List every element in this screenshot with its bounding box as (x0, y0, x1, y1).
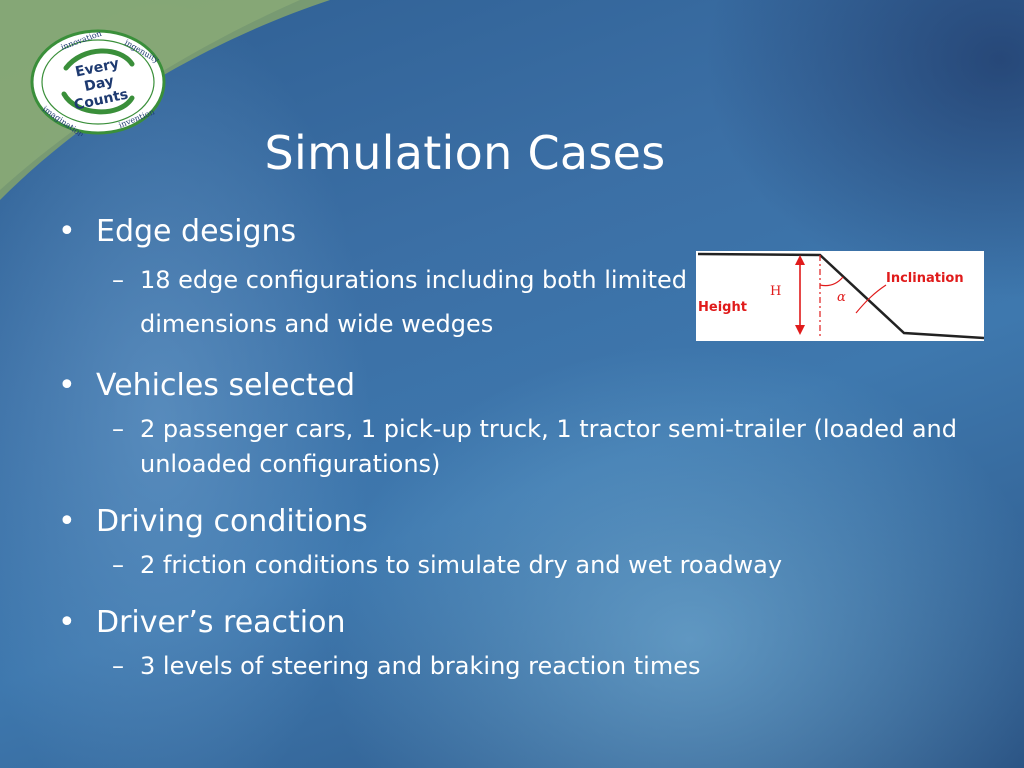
sub-bullet-dash: – (112, 415, 124, 443)
sub-bullet-reaction-times: – 3 levels of steering and braking react… (56, 649, 976, 684)
alpha-angle-arc (819, 276, 844, 287)
sub-bullet-edge-configurations: – 18 edge configurations including both … (56, 258, 700, 346)
sub-bullet-dash: – (112, 266, 124, 294)
height-arrow-head-bottom (795, 325, 805, 335)
bullet-dot: • (58, 368, 76, 403)
edge-profile-line (697, 252, 985, 340)
alpha-symbol: α (837, 290, 846, 305)
sub-bullet-vehicles: – 2 passenger cars, 1 pick-up truck, 1 t… (56, 412, 976, 482)
sub-bullet-text: 18 edge configurations including both li… (140, 266, 688, 338)
inclination-leader-line (855, 284, 887, 314)
height-label: Height (698, 300, 747, 315)
bullet-text: Vehicles selected (96, 368, 356, 403)
bullet-drivers-reaction: • Driver’s reaction (56, 603, 976, 643)
height-arrow-head-top (795, 255, 805, 265)
sub-bullet-text: 3 levels of steering and braking reactio… (140, 652, 701, 680)
bullet-dot: • (58, 214, 76, 249)
slide-title: Simulation Cases (264, 126, 666, 180)
sub-bullet-text: 2 friction conditions to simulate dry an… (140, 551, 783, 579)
sub-bullet-dash: – (112, 652, 124, 680)
edge-profile-svg (697, 252, 985, 340)
bullet-dot: • (58, 504, 76, 539)
sub-bullet-text: 2 passenger cars, 1 pick-up truck, 1 tra… (140, 415, 957, 478)
bullet-driving-conditions: • Driving conditions (56, 502, 976, 542)
logo-word-day: Day (83, 73, 115, 95)
bullet-text: Edge designs (96, 214, 297, 249)
inclination-label: Inclination (886, 271, 964, 286)
bullet-dot: • (58, 605, 76, 640)
bullet-list: • Edge designs – 18 edge configurations … (56, 212, 976, 684)
h-symbol: H (770, 284, 782, 299)
bullet-edge-designs: • Edge designs (56, 212, 976, 252)
sub-bullet-dash: – (112, 551, 124, 579)
edge-profile-diagram: H Height Inclination α (696, 251, 985, 341)
bullet-text: Driving conditions (96, 504, 368, 539)
sub-bullet-friction: – 2 friction conditions to simulate dry … (56, 548, 976, 583)
every-day-counts-logo: Every Day Counts innovation ingenuity im… (28, 28, 168, 139)
bullet-text: Driver’s reaction (96, 605, 346, 640)
bullet-vehicles-selected: • Vehicles selected (56, 366, 976, 406)
